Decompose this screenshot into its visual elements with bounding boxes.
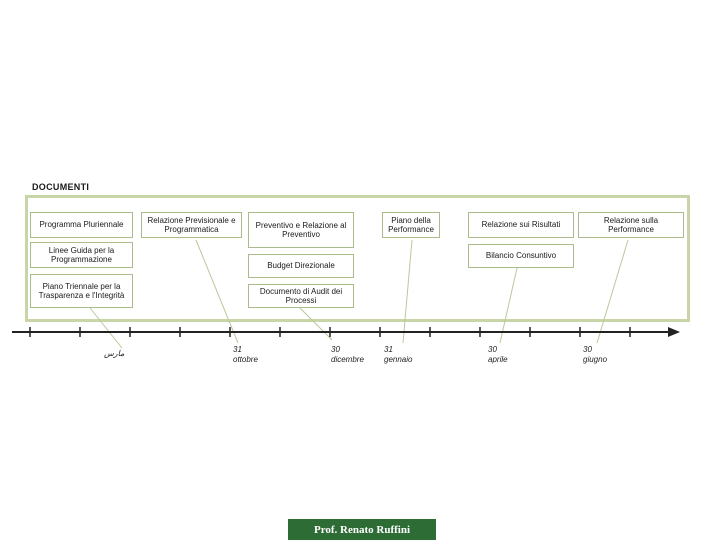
timeline-label-31-gennaio: 31 gennaio <box>384 345 413 364</box>
leader-line-audit <box>299 307 333 341</box>
doc-piano-performance: Piano della Performance <box>382 212 440 238</box>
doc-programma-pluriennale: Programma Pluriennale <box>30 212 133 238</box>
leader-line-bilancio <box>499 267 518 344</box>
doc-relazione-performance: Relazione sulla Performance <box>578 212 684 238</box>
timeline-label-30-aprile: 30 aprile <box>488 345 508 364</box>
timeline-label-31-ottobre: 31 ottobre <box>233 345 258 364</box>
leader-line-relazione-performance <box>596 239 629 344</box>
documents-frame <box>25 195 690 322</box>
doc-piano-triennale-trasparenza: Piano Triennale per la Trasparenza e l'I… <box>30 274 133 308</box>
doc-budget-direzionale: Budget Direzionale <box>248 254 354 278</box>
doc-audit-processi: Documento di Audit dei Processi <box>248 284 354 308</box>
diagram-heading: DOCUMENTI <box>32 182 90 192</box>
leader-line-relazione-previsionale <box>195 239 239 344</box>
leader-line-piano-performance <box>402 239 413 344</box>
doc-bilancio-consuntivo: Bilancio Consuntivo <box>468 244 574 268</box>
doc-relazione-risultati: Relazione sui Risultati <box>468 212 574 238</box>
leader-line-trasparenza <box>89 307 123 349</box>
footer-author: Prof. Renato Ruffini <box>288 519 436 540</box>
timeline-label-30-dicembre: 30 dicembre <box>331 345 364 364</box>
timeline-label-start: مارس <box>104 349 125 358</box>
doc-relazione-previsionale: Relazione Previsionale e Programmatica <box>141 212 242 238</box>
doc-linee-guida: Linee Guida per la Programmazione <box>30 242 133 268</box>
timeline-arrowhead <box>668 327 680 337</box>
doc-preventivo-relazione: Preventivo e Relazione al Preventivo <box>248 212 354 248</box>
timeline-label-30-giugno: 30 giugno <box>583 345 608 364</box>
